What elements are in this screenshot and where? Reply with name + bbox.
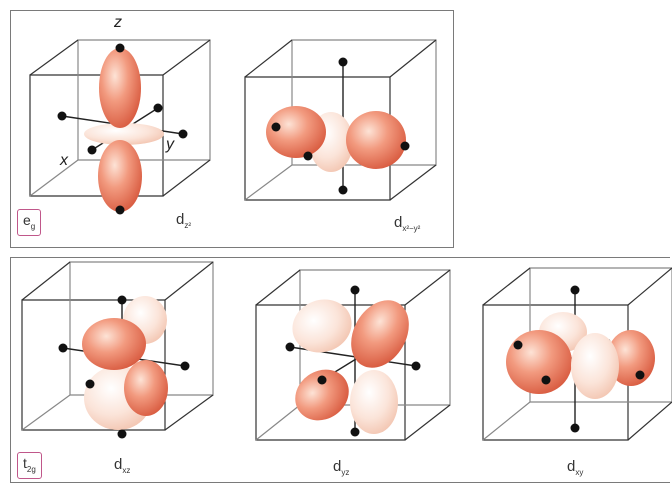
orbital-dz2	[29, 39, 211, 215]
orbital-dx2-y2	[244, 39, 437, 201]
eg-tag: eg	[17, 209, 42, 236]
dxz-label-main: d	[114, 456, 123, 473]
dxy-lobes	[506, 312, 655, 399]
dyz-cube	[255, 269, 451, 441]
dyz-lobes	[292, 299, 409, 434]
dxz-cube	[21, 261, 214, 431]
dz2-lobes	[84, 48, 164, 212]
dxz-label-sub: xz	[122, 466, 131, 475]
orbital-dyz	[255, 269, 451, 441]
dyz-label-sub: yz	[341, 468, 350, 477]
dx2y2-lobes	[266, 106, 406, 172]
orbital-dxy	[482, 267, 672, 441]
eg-tag-main: e	[23, 212, 31, 228]
dxz-points	[58, 295, 190, 439]
orbital-label-dx2-y2: dx²−y²	[394, 214, 420, 233]
t2g-tag: t2g	[17, 452, 42, 479]
dx2y2-points	[271, 57, 410, 195]
dyz-points	[285, 285, 421, 437]
dz2-label-main: d	[176, 211, 185, 228]
dz2-label-sub: z²	[184, 221, 192, 230]
eg-tag-sub: g	[30, 221, 36, 231]
dxy-label-sub: xy	[575, 468, 584, 477]
t2g-tag-sub: 2g	[26, 464, 36, 474]
axis-label-x: x	[60, 152, 68, 169]
dz2-points	[57, 43, 188, 215]
dxy-points	[513, 285, 645, 433]
dyz-label-main: d	[333, 458, 342, 475]
orbital-label-dxy: dxy	[567, 458, 583, 477]
orbital-label-dxz: dxz	[114, 456, 130, 475]
dx2y2-label-sub: x²−y²	[402, 224, 421, 233]
orbital-dxz	[21, 261, 214, 439]
orbital-label-dyz: dyz	[333, 458, 349, 477]
dx2y2-label-main: d	[394, 214, 403, 231]
dxz-lobes	[82, 296, 168, 430]
axis-label-z: z	[114, 14, 122, 31]
orbital-label-dz2: dz²	[176, 211, 191, 230]
dxy-label-main: d	[567, 458, 576, 475]
axis-label-y: y	[166, 136, 174, 153]
t2g-tag-main: t	[23, 455, 27, 471]
